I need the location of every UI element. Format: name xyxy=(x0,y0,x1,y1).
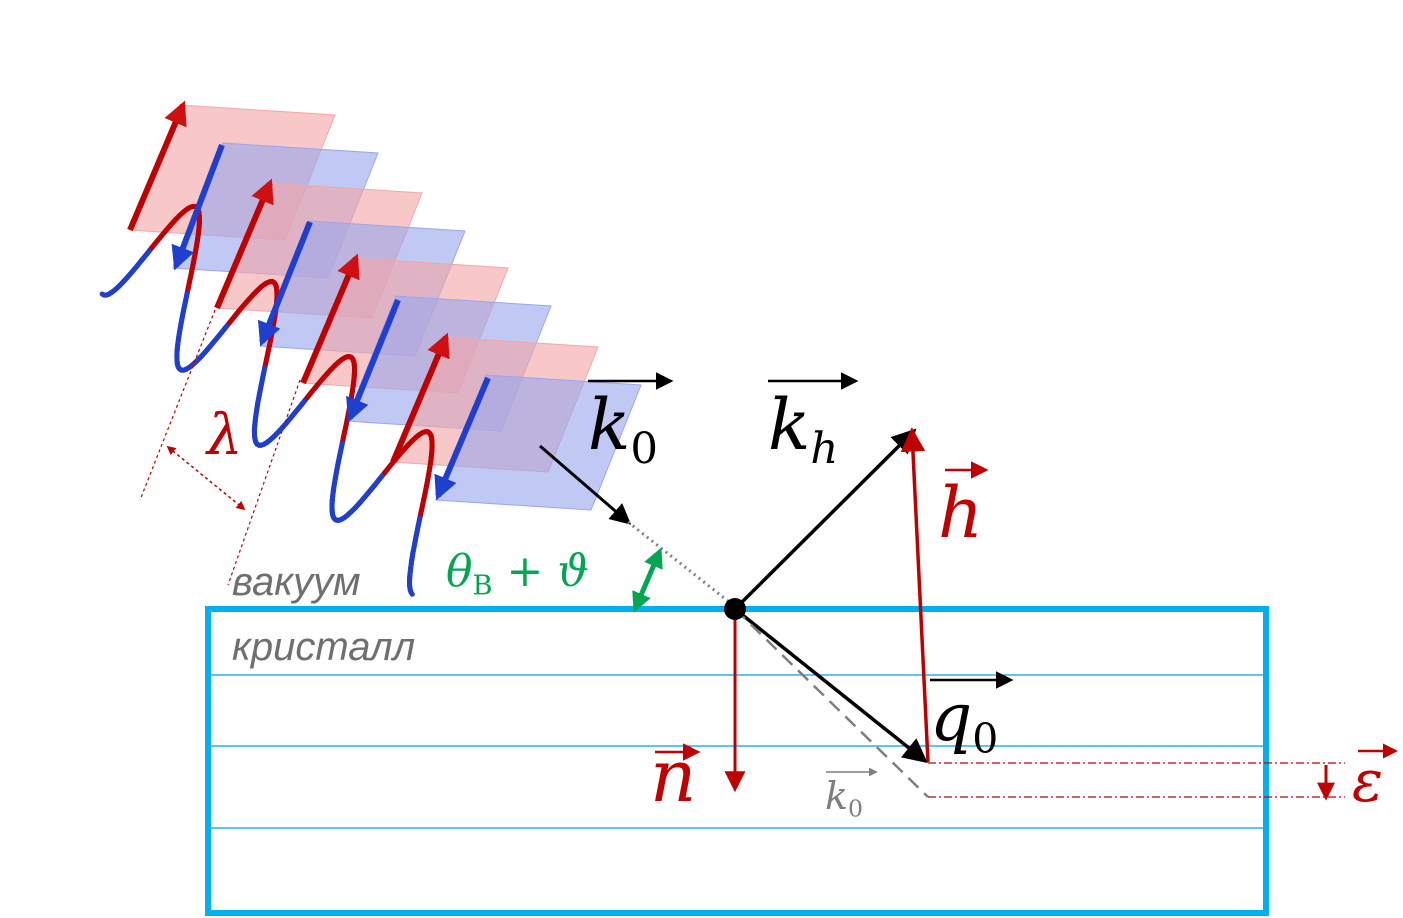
kh-symbol: k xyxy=(768,384,811,466)
incident-dotted-line xyxy=(627,520,734,607)
origin-point xyxy=(724,598,746,620)
wave-segment xyxy=(408,589,415,597)
magnetic-field-arrow xyxy=(434,376,491,501)
lambda-label: λ xyxy=(207,403,243,468)
k0-continuation-dashed xyxy=(734,608,929,798)
electric-field-arrow xyxy=(127,100,187,232)
plus-sign: + xyxy=(492,546,558,597)
wavelength-marker xyxy=(139,309,301,586)
k0-label: k0 xyxy=(588,390,658,471)
q0-symbol: q xyxy=(930,679,973,756)
magnetic-field-arrow xyxy=(346,298,401,423)
wavelength-dimension-arrow xyxy=(166,445,246,511)
electric-field-arrow xyxy=(300,253,360,385)
k0-small-label: k0 xyxy=(825,777,863,821)
theta-symbol: θ xyxy=(446,546,473,597)
h-reciprocal-vector-arrow xyxy=(900,427,930,763)
h-symbol: h xyxy=(938,472,984,554)
k0-symbol: k xyxy=(588,384,631,466)
wave-planes xyxy=(129,104,642,511)
wave-curve xyxy=(99,100,491,597)
magnetic-field-arrow xyxy=(171,143,225,271)
electric-field-arrow xyxy=(214,178,274,310)
kh-subscript: h xyxy=(810,423,839,474)
bragg-angle-label: θB + ϑ xyxy=(446,550,589,600)
kh-diffracted-arrow xyxy=(733,428,917,611)
magnetic-field-arrow xyxy=(257,220,313,347)
wavelength-guide-line xyxy=(227,379,301,586)
q0-subscript: 0 xyxy=(972,715,999,764)
vector-overlines xyxy=(588,372,1014,689)
kh-label: kh xyxy=(768,390,838,471)
k0-small-subscript: 0 xyxy=(848,794,864,823)
crystal-label: кристалл xyxy=(232,625,416,669)
electric-field-arrow xyxy=(390,332,450,464)
vacuum-label: вакуум xyxy=(232,560,361,604)
bragg-angle-arrow xyxy=(632,547,663,613)
n-label: n xyxy=(650,740,696,812)
h-label: h xyxy=(938,478,983,548)
k0-subscript: 0 xyxy=(630,423,659,474)
vartheta-symbol: ϑ xyxy=(557,546,589,597)
k0-incident-arrow xyxy=(539,444,632,525)
k0-small-symbol: k xyxy=(825,774,849,818)
epsilon-label: ε xyxy=(1352,747,1384,815)
q0-label: q0 xyxy=(930,685,998,760)
wavelength-guide-line xyxy=(139,309,216,501)
n-symbol: n xyxy=(650,734,697,818)
q0-refracted-arrow xyxy=(733,607,928,764)
theta-subscript: B xyxy=(472,570,493,602)
